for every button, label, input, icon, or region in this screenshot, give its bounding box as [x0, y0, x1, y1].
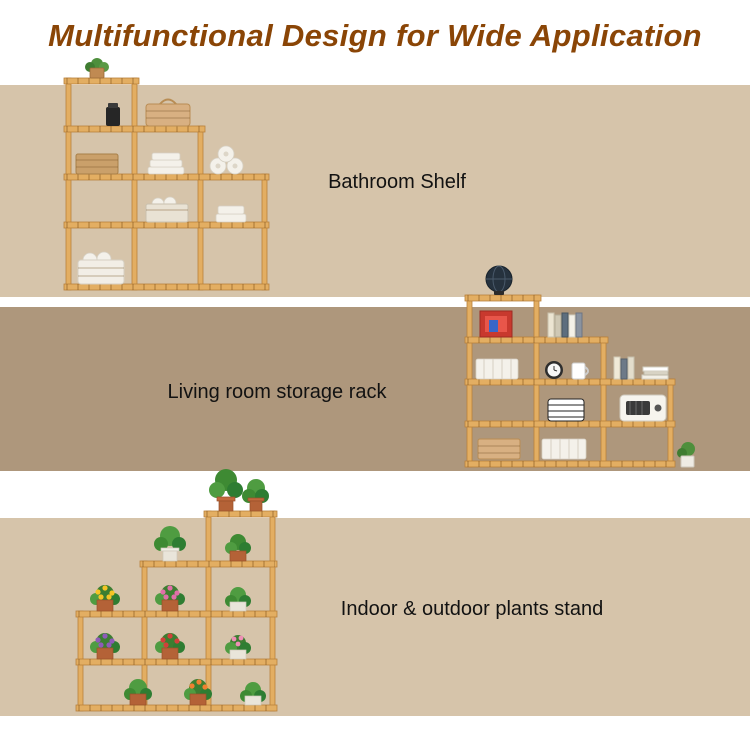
potted-plant-icon: [240, 682, 266, 706]
band-living-room: [0, 307, 750, 471]
storage-basket-icon: [145, 98, 191, 127]
purple-flowers-icon: [90, 633, 120, 660]
tan-basket-icon: [477, 438, 521, 460]
band-bathroom: [0, 85, 750, 297]
potted-plant-icon: [124, 679, 152, 706]
folded-towels-icon: [147, 152, 185, 175]
laundry-basket-icon: [77, 251, 125, 285]
black-jar-icon: [106, 103, 120, 126]
shelf-frame: [75, 510, 278, 712]
shelf-frame: [63, 77, 270, 291]
shelf-frame: [464, 294, 676, 468]
potted-plant-icon: [154, 526, 186, 562]
alarm-clock-icon: [545, 361, 563, 379]
books-row-icon: [613, 356, 635, 380]
books-row-icon: [547, 312, 583, 338]
wicker-basket-icon: [75, 153, 119, 175]
yellow-flowers-icon: [90, 585, 120, 612]
section-label-living-room: Living room storage rack: [167, 381, 387, 403]
red-box-icon: [479, 310, 513, 338]
white-basket-icon: [475, 358, 519, 380]
bathroom-shelf-image: [63, 58, 270, 291]
towel-rolls-icon: [209, 145, 244, 175]
blanket-basket-icon: [145, 196, 189, 223]
plant-on-top-icon: [85, 58, 109, 79]
plant-stand-image: [75, 469, 278, 712]
globe-icon: [485, 265, 513, 295]
white-basket-icon: [541, 438, 587, 460]
striped-pillow-icon: [547, 398, 585, 422]
red-flowers-icon: [155, 633, 185, 660]
potted-plant-icon: [225, 534, 251, 562]
radio-icon: [619, 394, 667, 422]
section-label-plants: Indoor & outdoor plants stand: [340, 598, 604, 620]
pink-flowers-icon: [225, 635, 251, 660]
stacked-books-icon: [641, 366, 669, 380]
page-title: Multifunctional Design for Wide Applicat…: [48, 18, 702, 53]
potted-plant-icon: [225, 587, 251, 612]
section-label-bathroom: Bathroom Shelf: [328, 171, 466, 193]
living-room-shelf-image: [464, 265, 695, 468]
pink-flowers-icon: [155, 585, 185, 612]
small-plant-icon: [677, 442, 695, 468]
cloth-stack-icon: [215, 205, 247, 223]
orange-flowers-icon: [184, 679, 212, 706]
mug-icon: [571, 362, 589, 380]
tall-plant-icon: [242, 479, 269, 512]
tall-plant-icon: [209, 469, 243, 512]
